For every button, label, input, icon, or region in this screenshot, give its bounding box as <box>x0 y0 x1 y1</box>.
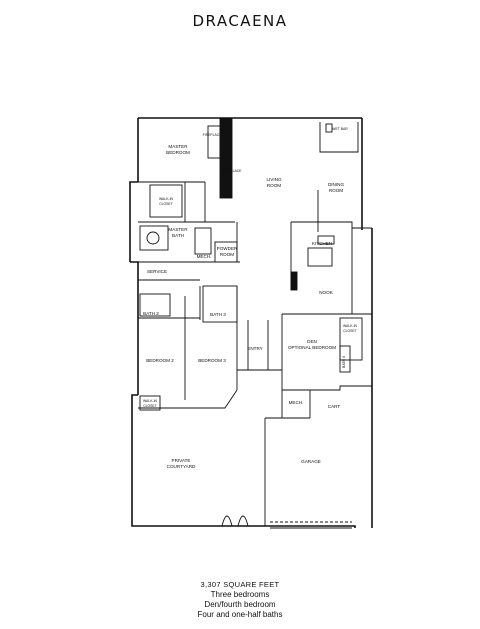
label-powder-1: POWDER <box>217 246 238 251</box>
label-bedroom-2: BEDROOM 2 <box>146 358 174 363</box>
label-living-1: LIVING <box>266 177 281 182</box>
label-dining-2: ROOM <box>329 188 343 193</box>
summary-den: Den/fourth bedroom <box>204 600 276 609</box>
label-fireplace-master: FIREPLACE <box>203 133 223 137</box>
label-master-bedroom-2: BEDROOM <box>166 150 190 155</box>
label-cart: CART <box>328 404 341 409</box>
label-walkin3-1: WALK-IN <box>143 399 158 403</box>
label-master-bedroom-1: MASTER <box>168 144 188 149</box>
label-nook: NOOK <box>319 290 333 295</box>
label-den-2: OPTIONAL BEDROOM <box>288 345 336 350</box>
label-garage: GARAGE <box>301 459 321 464</box>
label-mech-2: MECH. <box>289 400 304 405</box>
label-service: SERVICE <box>147 269 167 274</box>
label-walkin2-2: CLOSET <box>343 329 357 333</box>
label-bath-2: BATH 2 <box>143 311 159 316</box>
square-feet: 3,307 SQUARE FEET <box>200 580 280 589</box>
label-fireplace-living: FIREPLACE <box>223 169 243 173</box>
label-walkin-2: CLOSET <box>159 202 173 206</box>
label-walkin2-1: WALK-IN <box>343 324 358 328</box>
label-master-bath-1: MASTER <box>168 227 188 232</box>
summary-bedrooms: Three bedrooms <box>210 590 270 599</box>
label-wet-bar: WET BAR <box>332 127 348 131</box>
label-dining-1: DINING <box>328 182 345 187</box>
label-bedroom-3: BEDROOM 3 <box>198 358 226 363</box>
label-mech-1: MECH. <box>197 254 212 259</box>
label-walkin-1: WALK-IN <box>159 197 174 201</box>
label-courtyard-1: PRIVATE <box>172 458 191 463</box>
label-kitchen: KITCHEN <box>312 241 332 246</box>
label-walkin3-2: CLOSET <box>143 404 157 408</box>
label-courtyard-2: COURTYARD <box>167 464 196 469</box>
plan-title: DRACAENA <box>192 12 288 30</box>
interior-walls <box>138 117 372 529</box>
label-living-2: ROOM <box>267 183 281 188</box>
label-master-bath-2: BATH <box>172 233 184 238</box>
label-powder-2: ROOM <box>220 252 234 257</box>
plan-summary: 3,307 SQUARE FEET Three bedrooms Den/fou… <box>0 580 480 620</box>
summary-baths: Four and one-half baths <box>197 610 283 619</box>
label-bath-4: BATH 4 <box>342 356 346 368</box>
room-labels: FIREPLACE FIREPLACE WET BAR MASTER BEDRO… <box>143 127 358 469</box>
label-entry: ENTRY <box>247 346 263 351</box>
label-den-1: DEN <box>307 339 317 344</box>
label-bath-3: BATH 3 <box>210 312 226 317</box>
